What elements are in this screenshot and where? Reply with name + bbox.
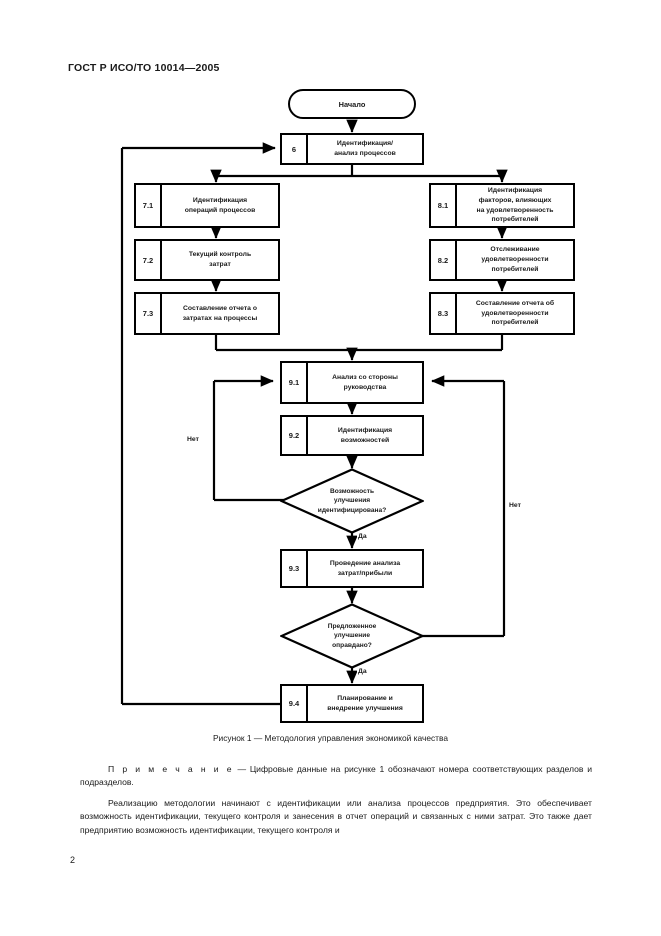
- flow-node-6-number: 6: [282, 135, 308, 163]
- flow-node-8-1-number: 8.1: [431, 185, 457, 226]
- figure-caption: Рисунок 1 — Методология управления эконо…: [212, 733, 449, 743]
- flow-node-8-2-number: 8.2: [431, 241, 457, 279]
- flow-node-9-1-number: 9.1: [282, 363, 308, 402]
- flow-node-8-3-number: 8.3: [431, 294, 457, 333]
- note-dash: —: [233, 764, 250, 774]
- note-lead-label: П р и м е ч а н и е: [108, 764, 234, 774]
- diamond-shape-2: [280, 603, 424, 669]
- flow-node-9-3-number: 9.3: [282, 551, 308, 586]
- flow-node-7-3-number: 7.3: [136, 294, 162, 333]
- edge-label-yes-1: Да: [357, 533, 368, 540]
- flow-node-7-2-number: 7.2: [136, 241, 162, 279]
- edge-label-yes-2: Да: [357, 668, 368, 675]
- flow-node-start-label: Начало: [338, 99, 366, 109]
- flowchart-connectors: [120, 119, 508, 706]
- flow-node-9-4-number: 9.4: [282, 686, 308, 721]
- flow-node-6[interactable]: 6 Идентификация/анализ процессов: [280, 133, 424, 165]
- body-paragraph: Реализацию методологии начинают с иденти…: [80, 797, 592, 837]
- flowchart-figure: Начало 6 Идентификация/анализ процессов …: [120, 89, 575, 723]
- edge-label-no-right: Нет: [508, 502, 522, 509]
- flow-node-6-label: Идентификация/анализ процессов: [334, 140, 396, 157]
- page-number: 2: [70, 855, 76, 865]
- document-standard-header: ГОСТ Р ИСО/ТО 10014—2005: [68, 62, 220, 74]
- flow-node-9-2-number: 9.2: [282, 417, 308, 454]
- note-text: Цифровые данные на рисунке 1 обозначают …: [80, 764, 592, 788]
- note-paragraph: П р и м е ч а н и е — Цифровые данные на…: [80, 763, 592, 790]
- edge-label-no-left: Нет: [186, 436, 200, 443]
- body-paragraph-text: Реализацию методологии начинают с иденти…: [80, 798, 592, 835]
- flow-node-7-1-number: 7.1: [136, 185, 162, 226]
- diamond-shape-1: [280, 468, 424, 534]
- flow-node-start[interactable]: Начало: [288, 89, 416, 119]
